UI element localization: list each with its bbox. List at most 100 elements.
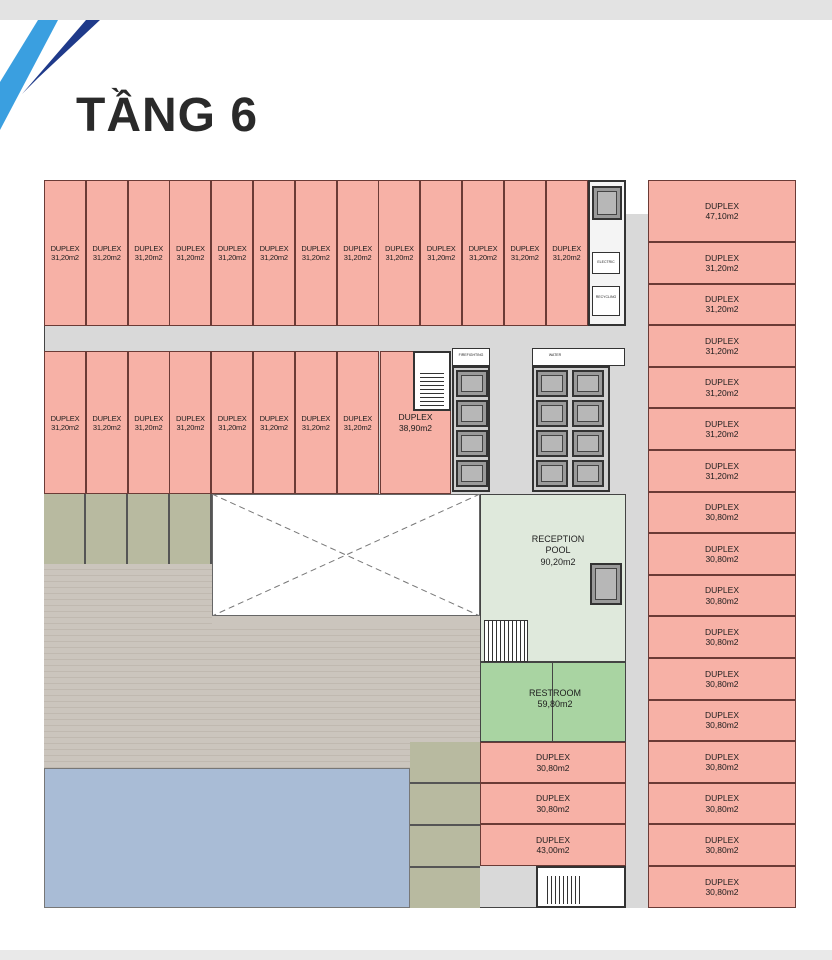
planter-column xyxy=(410,742,480,908)
unit-name: DUPLEX xyxy=(468,244,498,253)
unit-area: 47,10m2 xyxy=(705,211,739,221)
unit-area: 31,20m2 xyxy=(385,253,414,262)
unit-name: DUPLEX xyxy=(134,244,163,253)
unit-area: 30,80m2 xyxy=(705,678,739,689)
floor-title: TẦNG 6 xyxy=(76,89,259,142)
unit-name: DUPLEX xyxy=(426,244,456,253)
water-room xyxy=(532,348,625,366)
unit-name: DUPLEX xyxy=(552,244,581,253)
restroom-name: RESTROOM xyxy=(528,688,581,698)
stair-steps xyxy=(420,370,444,406)
unit-name: DUPLEX xyxy=(704,876,739,887)
unit-name: DUPLEX xyxy=(301,413,331,423)
service-elevator xyxy=(592,186,622,220)
unit-area: 31,20m2 xyxy=(134,253,163,262)
unit-area: 30,80m2 xyxy=(536,762,570,773)
right-corridor xyxy=(626,214,648,908)
elevator-car xyxy=(536,460,568,487)
unit-name: DUPLEX xyxy=(217,244,247,253)
unit-name: DUPLEX xyxy=(343,413,372,423)
unit-name: DUPLEX xyxy=(704,460,739,471)
elevator-car xyxy=(536,400,568,427)
unit-area: 31,20m2 xyxy=(301,253,330,262)
recycling-label: RECYCLING xyxy=(595,295,617,299)
unit-area: 31,20m2 xyxy=(301,422,330,432)
unit-area: 31,20m2 xyxy=(343,422,372,432)
unit-name: DUPLEX xyxy=(92,244,122,253)
unit-name: DUPLEX xyxy=(704,668,739,679)
unit-name: DUPLEX xyxy=(704,543,739,554)
unit-area: 31,20m2 xyxy=(427,253,456,262)
unit-name: DUPLEX xyxy=(704,585,739,596)
elevator-car xyxy=(572,400,604,427)
unit-area: 31,20m2 xyxy=(705,429,739,440)
unit-area: 30,80m2 xyxy=(705,637,739,648)
unit-area: 31,20m2 xyxy=(552,253,581,262)
unit-name: DUPLEX xyxy=(175,413,205,423)
unit-name: DUPLEX xyxy=(704,835,739,845)
reception-area: 90,20m2 xyxy=(540,556,576,567)
elevator-car xyxy=(536,370,568,397)
unit-name: DUPLEX xyxy=(535,752,570,763)
reception-elevator xyxy=(590,563,622,605)
electric-label: ELECTRIC xyxy=(597,260,615,264)
reception-line1: RECEPTION xyxy=(531,534,585,544)
restroom-divider xyxy=(552,662,553,742)
unit-name: DUPLEX xyxy=(704,751,739,762)
bottom-stair-steps xyxy=(544,876,580,904)
reception-stairs xyxy=(484,620,528,662)
unit-area: 30,80m2 xyxy=(705,512,739,523)
void-cross xyxy=(212,494,480,616)
unit-name: DUPLEX xyxy=(301,244,331,253)
unit-name: DUPLEX xyxy=(535,793,570,804)
unit-area: 31,20m2 xyxy=(92,253,121,262)
unit-area: 31,20m2 xyxy=(705,345,739,356)
unit-area: 31,20m2 xyxy=(218,253,247,262)
unit-name: DUPLEX xyxy=(704,335,739,346)
electric-room xyxy=(592,252,620,274)
unit-area: 30,80m2 xyxy=(705,845,739,856)
wood-deck-upper xyxy=(212,616,480,626)
unit-name: DUPLEX xyxy=(92,413,122,423)
elevator-car xyxy=(456,400,488,427)
swimming-pool xyxy=(44,768,410,908)
unit-area: 30,80m2 xyxy=(705,720,739,731)
unit-name: DUPLEX xyxy=(704,710,739,721)
recycling-room xyxy=(592,286,620,316)
unit-name: DUPLEX xyxy=(704,793,739,804)
restroom-area-value: 59,80m2 xyxy=(537,699,573,710)
restroom-area xyxy=(480,662,626,742)
unit-name: DUPLEX xyxy=(704,252,739,263)
firefighting-label: FIREFIGHTING xyxy=(458,353,484,357)
elevator-car xyxy=(456,370,488,397)
unit-area: 30,80m2 xyxy=(705,595,739,606)
unit-area: 31,20m2 xyxy=(260,253,288,262)
